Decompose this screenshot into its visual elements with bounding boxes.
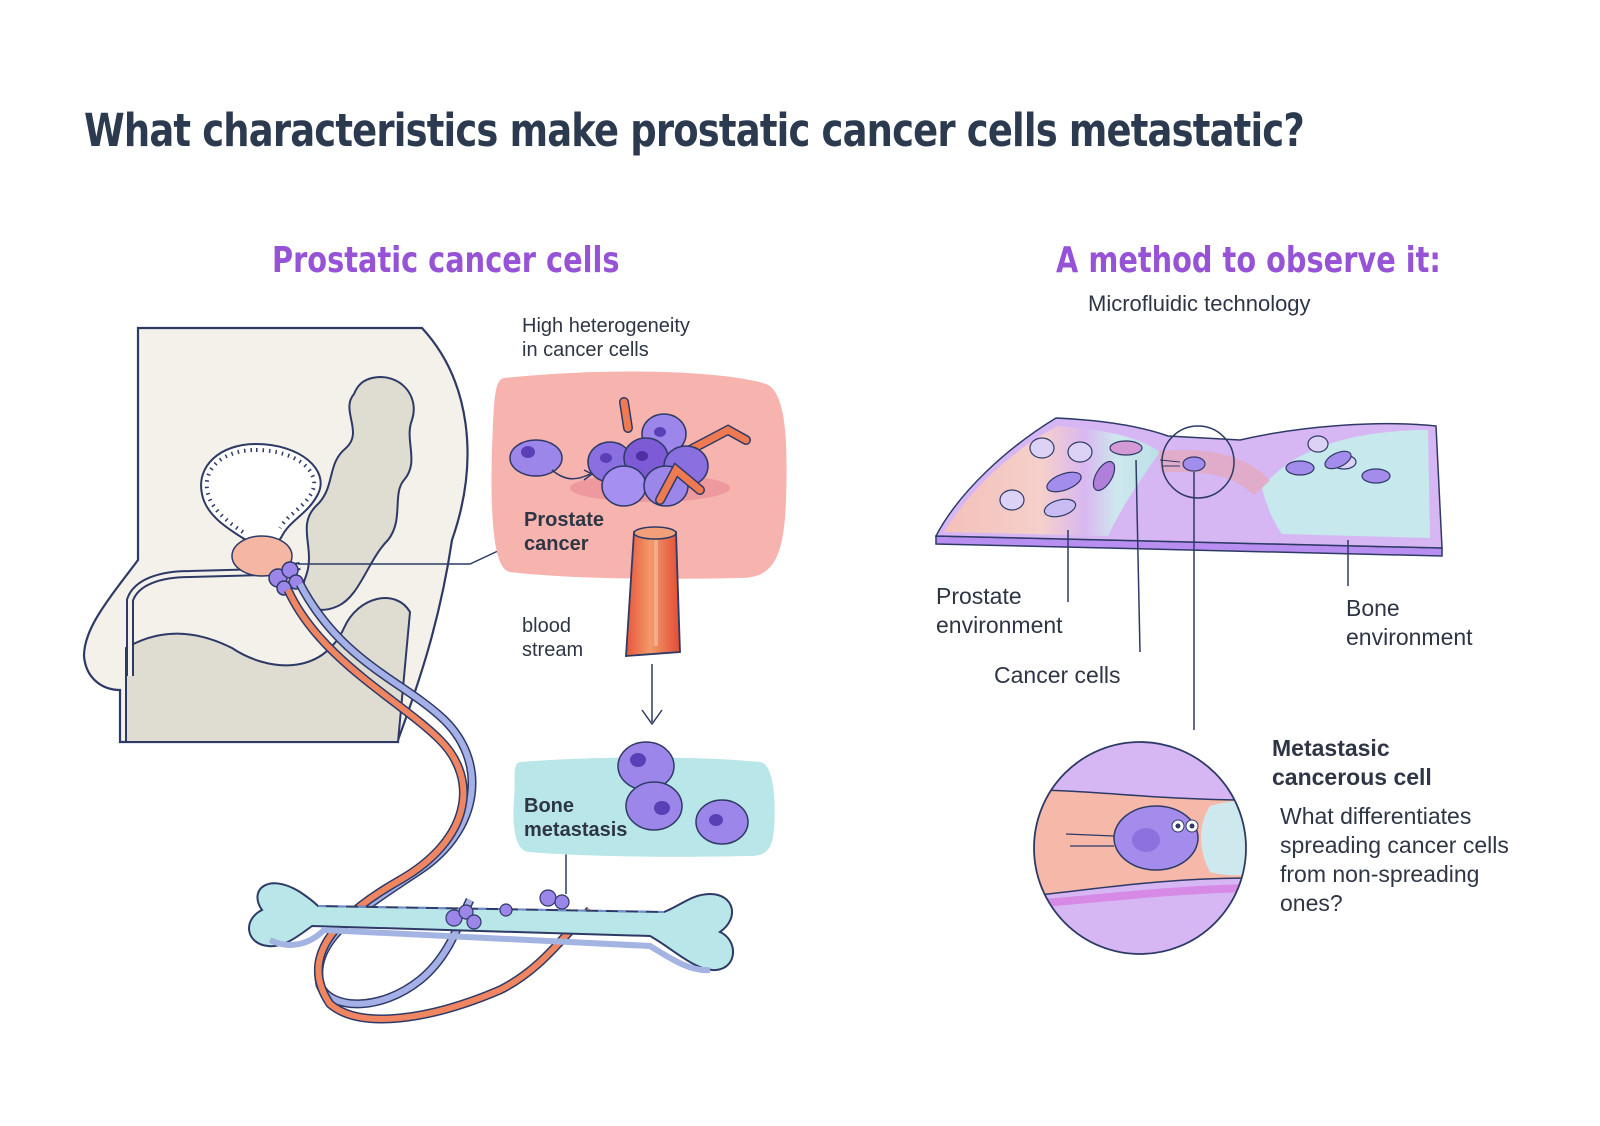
blood-stream-tube <box>625 526 681 726</box>
left-section-heading: Prostatic cancer cells <box>272 240 620 281</box>
bone-environment-label: Bone environment <box>1346 595 1473 650</box>
microfluidic-chip <box>934 417 1443 730</box>
blood-stream-label: blood stream <box>522 615 584 661</box>
prostate-cancer-panel <box>491 371 787 579</box>
body-cross-section <box>82 326 501 744</box>
metastatic-cells <box>617 741 749 845</box>
bone-metastasis-label: Bone metastasis <box>524 795 628 841</box>
heterogeneity-label: High heterogeneity in cancer cells <box>522 315 690 361</box>
zoomed-metastatic-cell <box>1033 741 1247 955</box>
bone-metastasis-cluster <box>445 889 570 930</box>
prostate-cancer-label: Prostate cancer <box>524 509 605 555</box>
bone-metastasis-panel <box>513 741 775 857</box>
prostate-environment-label: Prostate environment <box>936 583 1063 638</box>
bone <box>248 844 734 974</box>
prostate-environment-cells <box>999 437 1143 518</box>
cancer-cells-label: Cancer cells <box>994 662 1121 688</box>
metastasic-cell-question: What differentiates spreading cancer cel… <box>1280 803 1509 916</box>
page-title: What characteristics make prostatic canc… <box>84 104 1305 157</box>
metastasic-cell-title: Metastasic cancerous cell <box>1272 735 1432 790</box>
free-cancer-cell <box>509 439 594 481</box>
bone-environment-cells <box>1285 435 1391 484</box>
tumor-mass-cells <box>570 397 751 507</box>
right-subheading: Microfluidic technology <box>1088 291 1311 316</box>
right-section-heading: A method to observe it: <box>1056 240 1441 281</box>
